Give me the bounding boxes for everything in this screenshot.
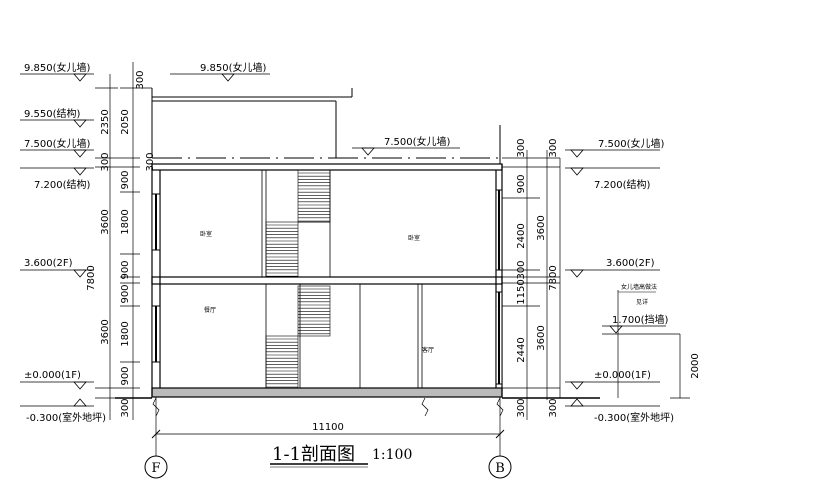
left-elev-9550: 9.550(结构): [24, 107, 81, 120]
right-dim-300-mid: 300: [516, 260, 527, 279]
right-dim-3600-b: 3600: [536, 325, 547, 350]
right-dim-2000: 2000: [690, 353, 701, 378]
stairs: [265, 169, 331, 389]
stair-lower-flight: [297, 285, 331, 337]
left-level-7200: 7.200(结构): [20, 167, 94, 191]
left-elev-7500: 7.500(女儿墙): [24, 137, 91, 150]
right-dim-2440: 2440: [516, 337, 527, 362]
stair-upper-flight: [297, 169, 331, 223]
right-level-7500: 7.500(女儿墙): [565, 137, 665, 158]
room-label-1f-right: 客厅: [422, 346, 434, 354]
left-elev-3600: 3.600(2F): [24, 258, 73, 269]
title-scale: 1:100: [372, 447, 412, 463]
right-elev-0000: ±0.000(1F): [594, 370, 651, 381]
left-elev-9850: 9.850(女儿墙): [24, 61, 91, 74]
note-line-1: 女儿墙高做法: [621, 283, 657, 291]
left-dim-7800: 7800: [86, 265, 97, 290]
left-dim-900-c: 900: [120, 284, 131, 303]
right-dimension-lines: [502, 150, 690, 420]
left-level-7500: 7.500(女儿墙): [20, 137, 94, 158]
left-level-9850: 9.850(女儿墙): [20, 61, 94, 82]
right-dim-300-outer-bottom: 300: [548, 398, 559, 417]
bottom-dim-11100: 11100: [312, 422, 344, 433]
right-dim-2400: 2400: [516, 223, 527, 248]
right-elev-3600: 3.600(2F): [606, 258, 655, 269]
break-mark-mid: [421, 397, 429, 417]
right-elevations: 7.500(女儿墙) 7.200(结构) 3.600(2F) 1.700(挡墙)…: [565, 137, 674, 424]
break-mark-left: [152, 397, 160, 417]
left-dim-900-b: 900: [120, 260, 131, 279]
left-level-0000: ±0.000(1F): [20, 370, 94, 390]
note-line-2: 见详: [636, 298, 648, 306]
left-dim-2050: 2050: [120, 109, 131, 134]
room-label-1f-left: 餐厅: [204, 306, 216, 314]
left-dim-3600-b: 3600: [100, 319, 111, 344]
left-level-9550: 9.550(结构): [20, 107, 94, 128]
left-level-3600: 3.600(2F): [20, 258, 94, 278]
left-dim-300-bottom: 300: [120, 398, 131, 417]
break-mark-right: [496, 397, 504, 417]
stair-bottom-flight: [265, 335, 299, 389]
left-dim-1800-b: 1800: [120, 321, 131, 346]
right-dim-7800: 7800: [548, 265, 559, 290]
floor-2f-slab: [151, 276, 503, 285]
room-labels: 卧室 卧室 餐厅 客厅: [200, 230, 434, 354]
right-level-0000: ±0.000(1F): [565, 370, 660, 390]
right-elev-7500: 7.500(女儿墙): [598, 137, 665, 150]
left-dim-3600-a: 3600: [100, 209, 111, 234]
room-label-2f-right: 卧室: [408, 234, 420, 242]
inline-elevations: 9.850(女儿墙) 7.500(女儿墙): [170, 61, 460, 156]
right-dim-1150: 1150: [516, 279, 527, 304]
right-elev-7200: 7.200(结构): [594, 178, 651, 191]
right-level-7200: 7.200(结构): [565, 167, 660, 191]
building-structure: [151, 88, 503, 398]
right-level-m300: -0.300(室外地坪): [565, 398, 674, 424]
left-dim-900-d: 900: [120, 366, 131, 385]
right-dim-3600-a: 3600: [536, 215, 547, 240]
right-elev-m300: -0.300(室外地坪): [594, 411, 674, 424]
right-dim-300-bottom: 300: [516, 398, 527, 417]
right-dimension-texts: 300 300 900 2400 3600 1150 300 7800 2440…: [516, 138, 701, 417]
left-level-m300: -0.300(室外地坪): [20, 398, 106, 424]
left-dim-300-top: 300: [135, 70, 146, 89]
left-elev-7200: 7.200(结构): [34, 178, 91, 191]
left-elev-0000: ±0.000(1F): [24, 370, 81, 381]
axis-label-b: B: [495, 461, 505, 476]
left-dim-1800-a: 1800: [120, 209, 131, 234]
stair-hatching: [266, 172, 330, 388]
left-dimension-texts: 300 2350 2050 300 300 900 3600 1800 900 …: [86, 70, 156, 417]
axis-bubble-b: B: [488, 455, 512, 479]
left-elevations: 9.850(女儿墙) 9.550(结构) 7.500(女儿墙) 7.200(结构…: [20, 61, 106, 424]
right-level-3600: 3.600(2F): [565, 258, 660, 278]
stair-middle-flight: [265, 221, 299, 278]
right-dim-900: 900: [516, 174, 527, 193]
right-level-1700: 1.700(挡墙) 女儿墙高做法 见详: [602, 283, 669, 334]
room-label-2f-left: 卧室: [200, 230, 212, 238]
ground-slab: [151, 387, 503, 398]
axis-bubble-f: F: [144, 455, 168, 479]
inline-elev-middle: 7.500(女儿墙): [384, 135, 451, 148]
left-dimension-lines: [95, 62, 152, 420]
left-dim-900-a: 900: [120, 170, 131, 189]
axis-label-f: F: [151, 461, 160, 476]
inline-elev-top: 9.850(女儿墙): [200, 61, 267, 74]
left-elev-m300: -0.300(室外地坪): [26, 411, 106, 424]
right-dim-300-outer-top: 300: [548, 138, 559, 157]
left-dim-2350: 2350: [100, 109, 111, 134]
drawing-title: 1-1剖面图 1:100: [270, 444, 412, 468]
right-elev-1700: 1.700(挡墙): [612, 313, 669, 326]
left-dim-300-a: 300: [100, 152, 111, 171]
right-dim-300-top: 300: [516, 138, 527, 157]
bottom-dimension: 11100: [151, 422, 505, 439]
left-dim-300-b: 300: [145, 152, 156, 171]
roof-slab: [151, 163, 503, 171]
title-name: 1-1剖面图: [272, 444, 355, 465]
